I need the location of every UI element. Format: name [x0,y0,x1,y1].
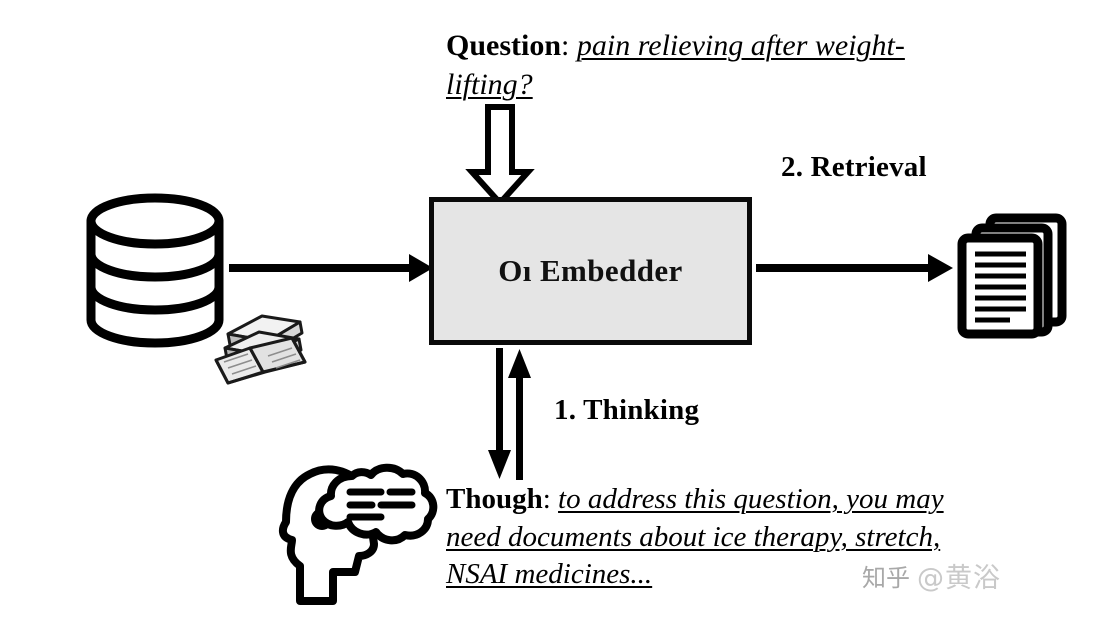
right-arrow-to-documents [756,254,953,282]
embedder-box: Oı Embedder [429,197,752,345]
thinking-head-icon [278,463,438,605]
question-label: Question [446,29,562,62]
stacked-books-icon [214,314,307,385]
though-text-block: Though: to address this question, you ma… [446,481,976,594]
though-body: to address this question, you may need d… [446,483,944,591]
watermark-user: @黄浴 [917,563,1001,594]
though-separator: : [542,483,551,515]
up-arrow-to-embedder [508,349,531,480]
watermark-site: 知乎 [862,564,910,592]
hollow-down-arrow [465,104,535,208]
step-label-thinking: 1. Thinking [554,394,700,426]
question-body: pain relieving after weight-lifting? [446,29,905,101]
question-separator: : [561,29,570,62]
database-cylinder-icon [86,193,224,348]
stacked-documents-icon [957,213,1067,339]
though-label: Though [446,483,543,515]
down-arrow-to-thought [488,348,511,479]
right-arrow-into-embedder [229,254,433,282]
embedder-label: Oı Embedder [498,253,683,288]
step-label-retrieval: 2. Retrieval [781,151,927,183]
question-text-block: Question: pain relieving after weight-li… [446,26,916,104]
